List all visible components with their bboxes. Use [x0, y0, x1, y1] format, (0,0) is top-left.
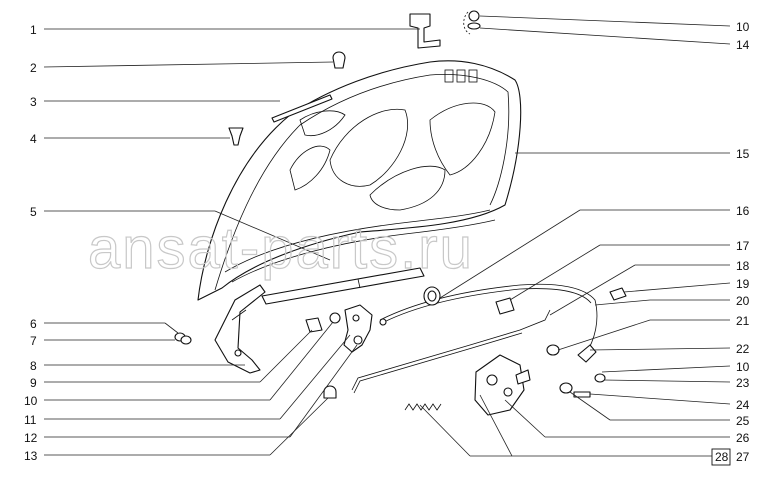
- seal-strip: [261, 267, 425, 305]
- cable-clip: [495, 297, 515, 315]
- nut: [546, 344, 560, 356]
- callout-10-top: 10: [736, 20, 750, 34]
- safety-catch: [343, 304, 373, 353]
- callout-18: 18: [736, 259, 750, 273]
- callout-24: 24: [736, 398, 750, 412]
- callout-9: 9: [30, 376, 37, 390]
- callout-25: 25: [736, 414, 750, 428]
- hood-panel: [197, 60, 522, 301]
- watermark: ansat-parts.ru: [88, 216, 474, 281]
- callout-20: 20: [736, 294, 750, 308]
- callout-15: 15: [736, 147, 750, 161]
- clip-small: [609, 287, 627, 301]
- callout-3: 3: [30, 95, 37, 109]
- leader-lines-left: [43, 28, 420, 456]
- callout-6: 6: [30, 317, 37, 331]
- latch-rod: [351, 309, 551, 394]
- callout-27: 27: [736, 450, 750, 464]
- callout-23: 23: [736, 376, 750, 390]
- callout-28-box: [711, 448, 731, 466]
- callout-12: 12: [24, 431, 38, 445]
- callout-5: 5: [30, 205, 37, 219]
- callout-16: 16: [736, 204, 750, 218]
- callout-22: 22: [736, 342, 750, 356]
- callout-28: 28: [715, 450, 729, 464]
- return-spring: [404, 403, 442, 411]
- callout-10-left: 10: [24, 394, 38, 408]
- callout-14: 14: [736, 38, 750, 52]
- callout-17: 17: [736, 239, 750, 253]
- upper-bracket: [409, 13, 441, 49]
- callout-26: 26: [736, 431, 750, 445]
- grommet: [423, 286, 441, 306]
- callout-10-right: 10: [736, 360, 750, 374]
- hood-latch: [474, 354, 531, 416]
- callout-13: 13: [24, 449, 38, 463]
- leader-lines-right: [419, 15, 731, 457]
- hinge: [214, 284, 266, 374]
- release-cable: [379, 283, 598, 356]
- bumper-stop: [228, 127, 244, 146]
- callout-19: 19: [736, 277, 750, 291]
- hinge-bolt: [305, 312, 341, 333]
- stay-rod: [271, 94, 333, 123]
- callout-7: 7: [30, 334, 37, 348]
- hinge-washers: [174, 332, 192, 345]
- nut-washer-top: [463, 10, 481, 35]
- latch-bracket: [559, 344, 606, 398]
- callouts-right: 10 14 15 16 17 18 19 20 21 22 10 23 24 2…: [711, 20, 750, 466]
- callouts-left: 1 2 3 4 5 6 7 8 9 10 11 12 13: [24, 23, 38, 463]
- callout-11: 11: [24, 413, 37, 427]
- callout-8: 8: [30, 359, 37, 373]
- clip: [332, 51, 346, 69]
- callout-4: 4: [30, 132, 37, 146]
- callout-21: 21: [736, 314, 750, 328]
- callout-1: 1: [30, 23, 37, 37]
- callout-2: 2: [30, 61, 37, 75]
